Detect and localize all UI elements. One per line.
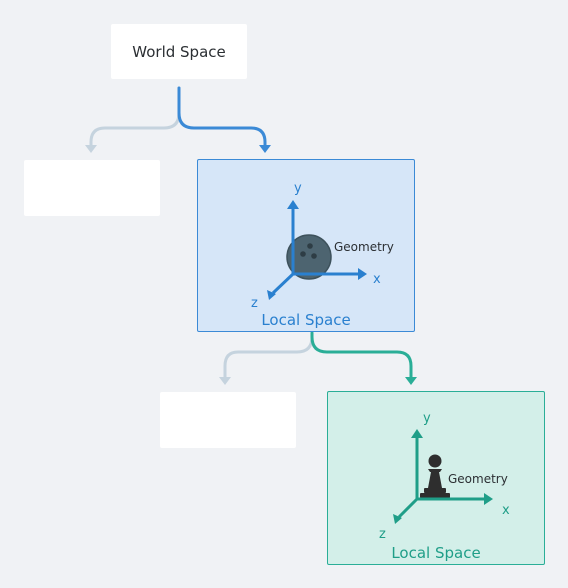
empty-node-left [24, 160, 160, 216]
chess-pawn-icon [419, 454, 450, 498]
arrowhead-empty-left [85, 145, 97, 153]
z-axis-label: z [379, 527, 386, 542]
local-space-node-1: y x z Geometry Local Space [197, 159, 415, 332]
bowling-ball-icon [285, 233, 332, 280]
z-axis-label: z [251, 296, 258, 311]
world-space-node: World Space [111, 24, 247, 79]
connector-local-1-to-local-2 [310, 331, 413, 382]
local-space-label: Local Space [261, 311, 351, 329]
local-space-1-axes: y x z Geometry [251, 181, 394, 311]
x-axis-label: x [373, 272, 381, 287]
empty-node-bottom [160, 392, 296, 448]
local-space-2-axes: y x z Geometry [379, 411, 510, 542]
connector-local-1-to-empty-bottom [223, 331, 314, 382]
geometry-label: Geometry [448, 472, 508, 486]
y-axis-label: y [423, 411, 431, 426]
world-space-label: World Space [132, 42, 226, 61]
arrowhead-empty-bottom [219, 377, 231, 385]
geometry-label: Geometry [334, 240, 394, 254]
local-space-label: Local Space [391, 544, 481, 562]
connector-world-to-empty-left [89, 86, 181, 150]
arrowhead-local-2 [405, 377, 417, 385]
local-space-node-2: y x z Geometry Local Space [327, 391, 545, 565]
x-axis-label: x [502, 503, 510, 518]
arrowhead-local-1 [259, 145, 271, 153]
connector-world-to-local-1 [177, 86, 267, 150]
y-axis-label: y [294, 181, 302, 196]
